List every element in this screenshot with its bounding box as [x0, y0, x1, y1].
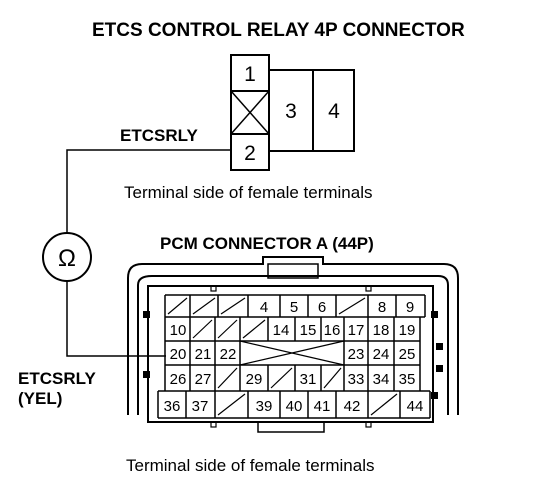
pcm-pin-4: 4: [260, 299, 268, 316]
pcm-pin-29: 29: [246, 371, 263, 388]
pcm-pin-23: 23: [348, 346, 365, 363]
pcm-pin-26: 26: [170, 371, 187, 388]
pcm-pin-44: 44: [407, 398, 424, 415]
relay-connector: 1 2 3 4: [230, 54, 355, 171]
relay-empty-cavity: [230, 90, 270, 135]
pcm-pin-25: 25: [399, 346, 416, 363]
relay-pin-4: 4: [328, 100, 340, 123]
pcm-pin-9: 9: [406, 299, 414, 316]
pcm-pin-41: 41: [314, 398, 331, 415]
pcm-pin-14: 14: [273, 322, 290, 339]
pcm-pin-34: 34: [373, 371, 390, 388]
pcm-terminal-grid: [157, 294, 431, 419]
pcm-pin-5: 5: [290, 299, 298, 316]
pcm-pin-10: 10: [170, 322, 187, 339]
pcm-caption: Terminal side of female terminals: [126, 456, 374, 475]
relay-pin-2: 2: [244, 142, 256, 165]
ohmmeter-icon: Ω: [58, 245, 76, 272]
pcm-pin-19: 19: [399, 322, 416, 339]
ohmmeter: Ω: [42, 232, 92, 282]
pcm-pin-35: 35: [399, 371, 416, 388]
pcm-pin-15: 15: [300, 322, 317, 339]
pcm-pin-39: 39: [256, 398, 273, 415]
relay-caption: Terminal side of female terminals: [124, 183, 372, 202]
pcm-pin-31: 31: [300, 371, 317, 388]
relay-connector-title: ETCS CONTROL RELAY 4P CONNECTOR: [92, 20, 465, 41]
pcm-pin-40: 40: [286, 398, 303, 415]
pcm-pin-8: 8: [378, 299, 386, 316]
pcm-pin-24: 24: [373, 346, 390, 363]
relay-pin-1: 1: [244, 63, 256, 86]
pcm-wire-color: (YEL): [18, 389, 62, 408]
pcm-signal-label: ETCSRLY: [18, 369, 96, 388]
pcm-pin-18: 18: [373, 322, 390, 339]
pcm-pin-17: 17: [348, 322, 365, 339]
pcm-connector: 4 5 6 8 9 10 14 15 16 17 18 19 20 21 22 …: [127, 256, 459, 433]
pcm-pin-27: 27: [195, 371, 212, 388]
pcm-pin-37: 37: [192, 398, 209, 415]
pcm-pin-20: 20: [170, 346, 187, 363]
pcm-pin-42: 42: [344, 398, 361, 415]
pcm-pin-21: 21: [195, 346, 212, 363]
pcm-pin-36: 36: [164, 398, 181, 415]
pcm-connector-title: PCM CONNECTOR A (44P): [160, 234, 374, 253]
pcm-pin-33: 33: [348, 371, 365, 388]
relay-pin-3: 3: [285, 100, 297, 123]
test-wire: [66, 149, 231, 357]
pcm-pin-22: 22: [220, 346, 237, 363]
relay-signal-label: ETCSRLY: [120, 126, 198, 145]
pcm-pin-6: 6: [318, 299, 326, 316]
pcm-pin-16: 16: [324, 322, 341, 339]
